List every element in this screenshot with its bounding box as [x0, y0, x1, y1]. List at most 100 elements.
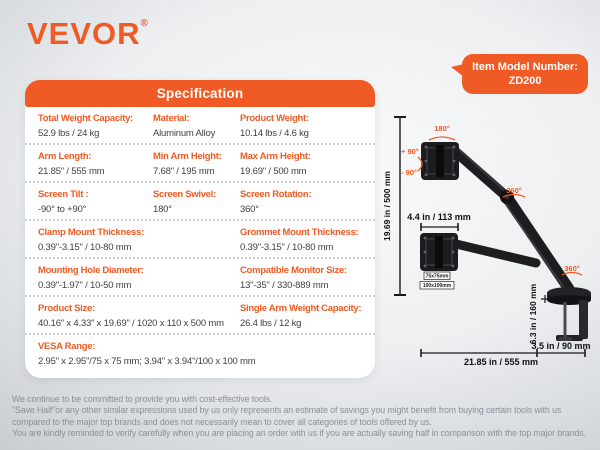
disclaimer-text: We continue to be committed to provide y…	[12, 394, 598, 440]
spec-cell: Material: Aluminum Alloy	[153, 113, 240, 143]
desk-clamp	[547, 287, 591, 341]
model-number-value: ZD200	[508, 75, 542, 87]
spec-cell: Total Weight Capacity: 52.9 lbs / 24 kg	[38, 113, 153, 143]
vesa-75-label: 75x75mm	[426, 274, 449, 280]
spec-value: Aluminum Alloy	[153, 127, 216, 139]
spec-value: 2.95" x 2.95"/75 x 75 mm; 3.94" x 3.94"/…	[38, 355, 256, 367]
spec-label: Clamp Mount Thickness:	[38, 227, 144, 238]
spec-cell: Mounting Hole Diameter: 0.39"-1.97" / 10…	[38, 265, 240, 295]
monitor-arm-diagram: 19.69 in / 500 mm	[382, 116, 591, 367]
tilt-up-label: + 90°	[401, 147, 419, 156]
badge-tail	[451, 64, 464, 77]
dim-clamp-label: 6.3 in / 160 mm	[528, 283, 538, 344]
rotation-annotations: 180° + 90° - 90° 360° 360°	[401, 124, 583, 276]
spec-value: -90° to +90°	[38, 203, 87, 215]
spec-cell: Compatible Monitor Size: 13"-35" / 330-8…	[240, 265, 369, 295]
tilt-arc	[417, 156, 423, 172]
spec-label: Screen Swivel:	[153, 189, 216, 200]
spec-label: Arm Length:	[38, 151, 92, 162]
spec-value: 180°	[153, 203, 172, 215]
spec-row: Total Weight Capacity: 52.9 lbs / 24 kg …	[25, 107, 375, 145]
spec-value: 40.16" x 4.33" x 19.69" / 1020 x 110 x 5…	[38, 317, 224, 329]
vesa-100-label: 100x100mm	[423, 283, 452, 289]
specification-card: Specification Total Weight Capacity: 52.…	[25, 80, 375, 378]
spec-label: Single Arm Weight Capacity:	[240, 303, 362, 314]
dimension-base-length: 3.5 in / 90 mm 21.85 in / 555 mm	[420, 341, 591, 367]
pole-rotation-arc	[561, 271, 583, 276]
spec-label: VESA Range:	[38, 341, 96, 352]
dimension-height: 19.69 in / 500 mm	[382, 116, 406, 296]
spec-value: 10.14 lbs / 4.6 kg	[240, 127, 309, 139]
spec-label: Product Size:	[38, 303, 95, 314]
dim-length-label: 21.85 in / 555 mm	[464, 357, 538, 367]
spec-cell: Arm Length: 21.85" / 555 mm	[38, 151, 153, 181]
disclaimer-line: "Save Half"or any other similar expressi…	[12, 405, 562, 416]
spec-value: 13"-35" / 330-889 mm	[240, 279, 329, 291]
spec-value: 360°	[240, 203, 259, 215]
spec-label: Compatible Monitor Size:	[240, 265, 347, 276]
model-number-badge: Item Model Number: ZD200	[451, 54, 588, 94]
spec-cell: Product Size: 40.16" x 4.33" x 19.69" / …	[38, 303, 240, 333]
spec-row: Arm Length: 21.85" / 555 mm Min Arm Heig…	[25, 145, 375, 183]
arm-rotation-label: 360°	[506, 186, 522, 195]
spec-cell: Max Arm Height: 19.69" / 500 mm	[240, 151, 369, 181]
spec-cell: Product Weight: 10.14 lbs / 4.6 kg	[240, 113, 369, 143]
spec-value: 21.85" / 555 mm	[38, 165, 105, 177]
spec-row: Clamp Mount Thickness: 0.39"-3.15" / 10-…	[25, 221, 375, 259]
spec-cell: Single Arm Weight Capacity: 26.4 lbs / 1…	[240, 303, 369, 333]
swivel-180-label: 180°	[434, 124, 450, 133]
spec-cell: Screen Swivel: 180°	[153, 189, 240, 219]
gas-spring-arm	[501, 191, 575, 295]
spec-row: Product Size: 40.16" x 4.33" x 19.69" / …	[25, 297, 375, 335]
vesa-plate-bottom	[420, 233, 458, 271]
vesa-pattern-labels: 75x75mm 100x100mm	[419, 271, 455, 290]
tilt-down-label: - 90°	[401, 168, 417, 177]
spec-value: 0.39"-1.97" / 10-50 mm	[38, 279, 132, 291]
dim-height-label: 19.69 in / 500 mm	[382, 171, 392, 241]
monitor-arm	[451, 148, 575, 295]
gas-spring-highlight	[502, 199, 565, 289]
spec-label: Min Arm Height:	[153, 151, 222, 162]
lower-arm	[451, 239, 541, 268]
disclaimer-line: We continue to be committed to provide y…	[12, 394, 273, 404]
spec-cell: VESA Range: 2.95" x 2.95"/75 x 75 mm; 3.…	[38, 341, 369, 375]
vevor-logo-text: VEVOR	[27, 16, 141, 51]
spec-label: Grommet Mount Thickness:	[240, 227, 359, 238]
spec-label: Screen Tilt :	[38, 189, 89, 200]
spec-label: Total Weight Capacity:	[38, 113, 133, 124]
spec-value: 26.4 lbs / 12 kg	[240, 317, 302, 329]
spec-cell: Grommet Mount Thickness: 0.39"-3.15" / 1…	[240, 227, 369, 257]
vevor-logo: VEVOR®	[27, 16, 148, 52]
spec-label: Product Weight:	[240, 113, 309, 124]
spec-label: Screen Rotation:	[240, 189, 312, 200]
spec-value: 0.39"-3.15" / 10-80 mm	[38, 241, 132, 253]
spec-cell: Clamp Mount Thickness: 0.39"-3.15" / 10-…	[38, 227, 240, 257]
spec-cell: Min Arm Height: 7.68" / 195 mm	[153, 151, 240, 181]
spec-cell: Screen Tilt : -90° to +90°	[38, 189, 153, 219]
specification-title: Specification	[25, 80, 375, 107]
disclaimer-line: You are kindly reminded to verify carefu…	[12, 428, 586, 439]
dimension-vesa-width: 4.4 in / 113 mm	[407, 212, 471, 231]
spec-value: 0.39"-3.15" / 10-80 mm	[240, 241, 334, 253]
upper-arm-highlight	[458, 148, 507, 193]
spec-cell: Screen Rotation: 360°	[240, 189, 369, 219]
spec-label: Material:	[153, 113, 190, 124]
spec-row: VESA Range: 2.95" x 2.95"/75 x 75 mm; 3.…	[25, 335, 375, 375]
dimension-clamp-height: 6.3 in / 160 mm	[528, 283, 549, 344]
registered-mark: ®	[140, 18, 148, 29]
pole-rotation-label: 360°	[564, 264, 580, 273]
spec-value: 19.69" / 500 mm	[240, 165, 307, 177]
dim-base-label: 3.5 in / 90 mm	[531, 341, 590, 351]
dim-vesa-width-label: 4.4 in / 113 mm	[407, 212, 471, 222]
spec-row: Screen Tilt : -90° to +90° Screen Swivel…	[25, 183, 375, 221]
arm-rotation-arc	[502, 193, 526, 198]
model-number-label: Item Model Number:	[472, 61, 578, 73]
swivel-arc	[428, 136, 456, 141]
upper-arm	[452, 148, 512, 202]
spec-value: 52.9 lbs / 24 kg	[38, 127, 100, 139]
vesa-plate-top	[421, 142, 459, 180]
spec-label: Max Arm Height:	[240, 151, 311, 162]
disclaimer-line: compared to the major top brands and doe…	[12, 416, 432, 427]
spec-row: Mounting Hole Diameter: 0.39"-1.97" / 10…	[25, 259, 375, 297]
